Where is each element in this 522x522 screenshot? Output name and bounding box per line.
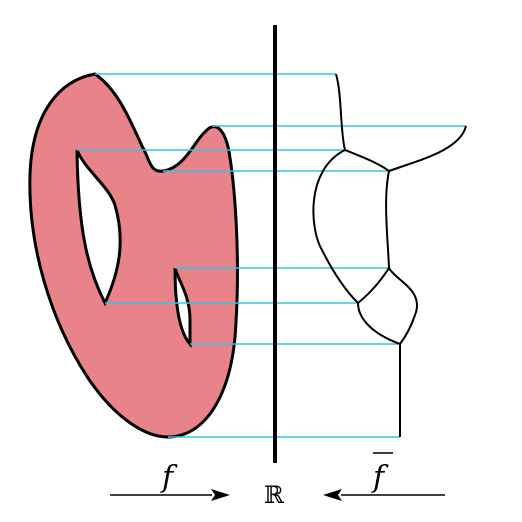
reeb-edge-top-join — [344, 149, 390, 172]
arrow-f-head — [211, 489, 230, 501]
reeb-edge-loop2-right — [388, 267, 418, 345]
reeb-edge-loop1-left — [312, 149, 359, 304]
label-fbar-group: f — [371, 452, 393, 495]
surface — [28, 72, 239, 439]
arrow-fbar-head — [323, 489, 342, 501]
surface-body — [28, 72, 239, 439]
reeb-edge-top-right — [388, 125, 467, 172]
label-f: f — [160, 460, 178, 495]
reeb-edge-loop1-join — [357, 267, 390, 304]
reeb-edge-loop2-left — [357, 302, 401, 345]
level-lines — [77, 73, 466, 438]
label-fbar: f — [371, 460, 389, 495]
arrows — [110, 489, 445, 501]
reeb-edge-top-left — [335, 73, 346, 151]
reeb-edge-loop1-right — [385, 170, 390, 269]
reeb-graph — [312, 73, 467, 437]
label-reals: ℝ — [264, 481, 285, 509]
